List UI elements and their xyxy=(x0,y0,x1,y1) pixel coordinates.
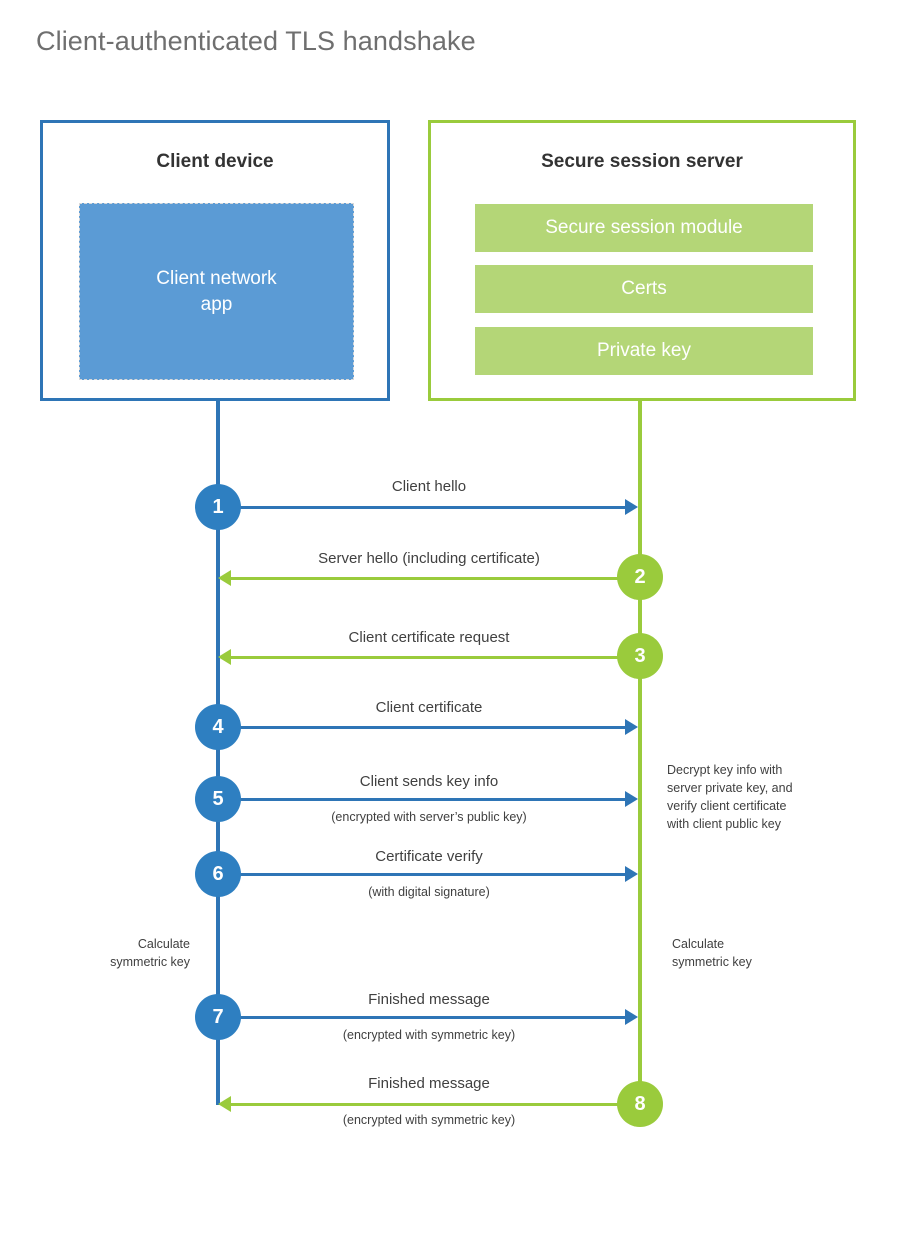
message-8-label: Finished message xyxy=(368,1075,490,1092)
step-badge-1[interactable]: 1 xyxy=(195,484,241,530)
message-1-line xyxy=(218,506,625,509)
step-badge-3[interactable]: 3 xyxy=(617,633,663,679)
message-6-label: Certificate verify xyxy=(375,848,483,865)
message-6-sublabel: (with digital signature) xyxy=(368,885,490,899)
message-7-line xyxy=(218,1016,625,1019)
message-3-arrowhead xyxy=(218,649,231,665)
message-4-label: Client certificate xyxy=(375,699,483,716)
message-6-arrowhead xyxy=(625,866,638,882)
message-5-label: Client sends key info xyxy=(359,773,499,790)
message-2-arrowhead xyxy=(218,570,231,586)
message-2-line xyxy=(231,577,640,580)
message-7-arrowhead xyxy=(625,1009,638,1025)
message-5-line xyxy=(218,798,625,801)
step-badge-5[interactable]: 5 xyxy=(195,776,241,822)
secure-session-server-box: Secure session server Secure session mod… xyxy=(428,120,856,401)
message-1-arrowhead xyxy=(625,499,638,515)
step-badge-7[interactable]: 7 xyxy=(195,994,241,1040)
message-4-arrowhead xyxy=(625,719,638,735)
message-5-arrowhead xyxy=(625,791,638,807)
server-module-private-key: Private key xyxy=(475,327,813,375)
message-8-line xyxy=(231,1103,640,1106)
message-3-line xyxy=(231,656,640,659)
step-badge-6[interactable]: 6 xyxy=(195,851,241,897)
step-badge-2[interactable]: 2 xyxy=(617,554,663,600)
message-1-label: Client hello xyxy=(391,478,467,495)
message-5-sublabel: (encrypted with server’s public key) xyxy=(331,810,527,824)
note-decrypt-key-info: Decrypt key info with server private key… xyxy=(667,763,793,832)
message-8-arrowhead xyxy=(218,1096,231,1112)
message-6-line xyxy=(218,873,625,876)
page-title: Client-authenticated TLS handshake xyxy=(36,26,476,56)
client-lifeline xyxy=(216,401,220,1105)
server-module-certs: Certs xyxy=(475,265,813,313)
server-lifeline xyxy=(638,401,642,1105)
message-3-label: Client certificate request xyxy=(348,629,510,646)
message-7-sublabel: (encrypted with symmetric key) xyxy=(342,1028,516,1042)
server-module-secure-session-module: Secure session module xyxy=(475,204,813,252)
message-4-line xyxy=(218,726,625,729)
message-7-label: Finished message xyxy=(368,991,490,1008)
message-8-sublabel: (encrypted with symmetric key) xyxy=(342,1113,516,1127)
secure-session-server-title: Secure session server xyxy=(541,151,743,172)
note-calculate-symmetric-key-server: Calculate symmetric key xyxy=(672,937,752,970)
message-2-label: Server hello (including certificate) xyxy=(318,550,540,567)
step-badge-8[interactable]: 8 xyxy=(617,1081,663,1127)
client-network-app-box: Client network app xyxy=(79,203,354,380)
client-device-box: Client device Client network app xyxy=(40,120,390,401)
client-device-title: Client device xyxy=(156,151,274,172)
step-badge-4[interactable]: 4 xyxy=(195,704,241,750)
note-calculate-symmetric-key-client: Calculate symmetric key xyxy=(110,937,190,970)
